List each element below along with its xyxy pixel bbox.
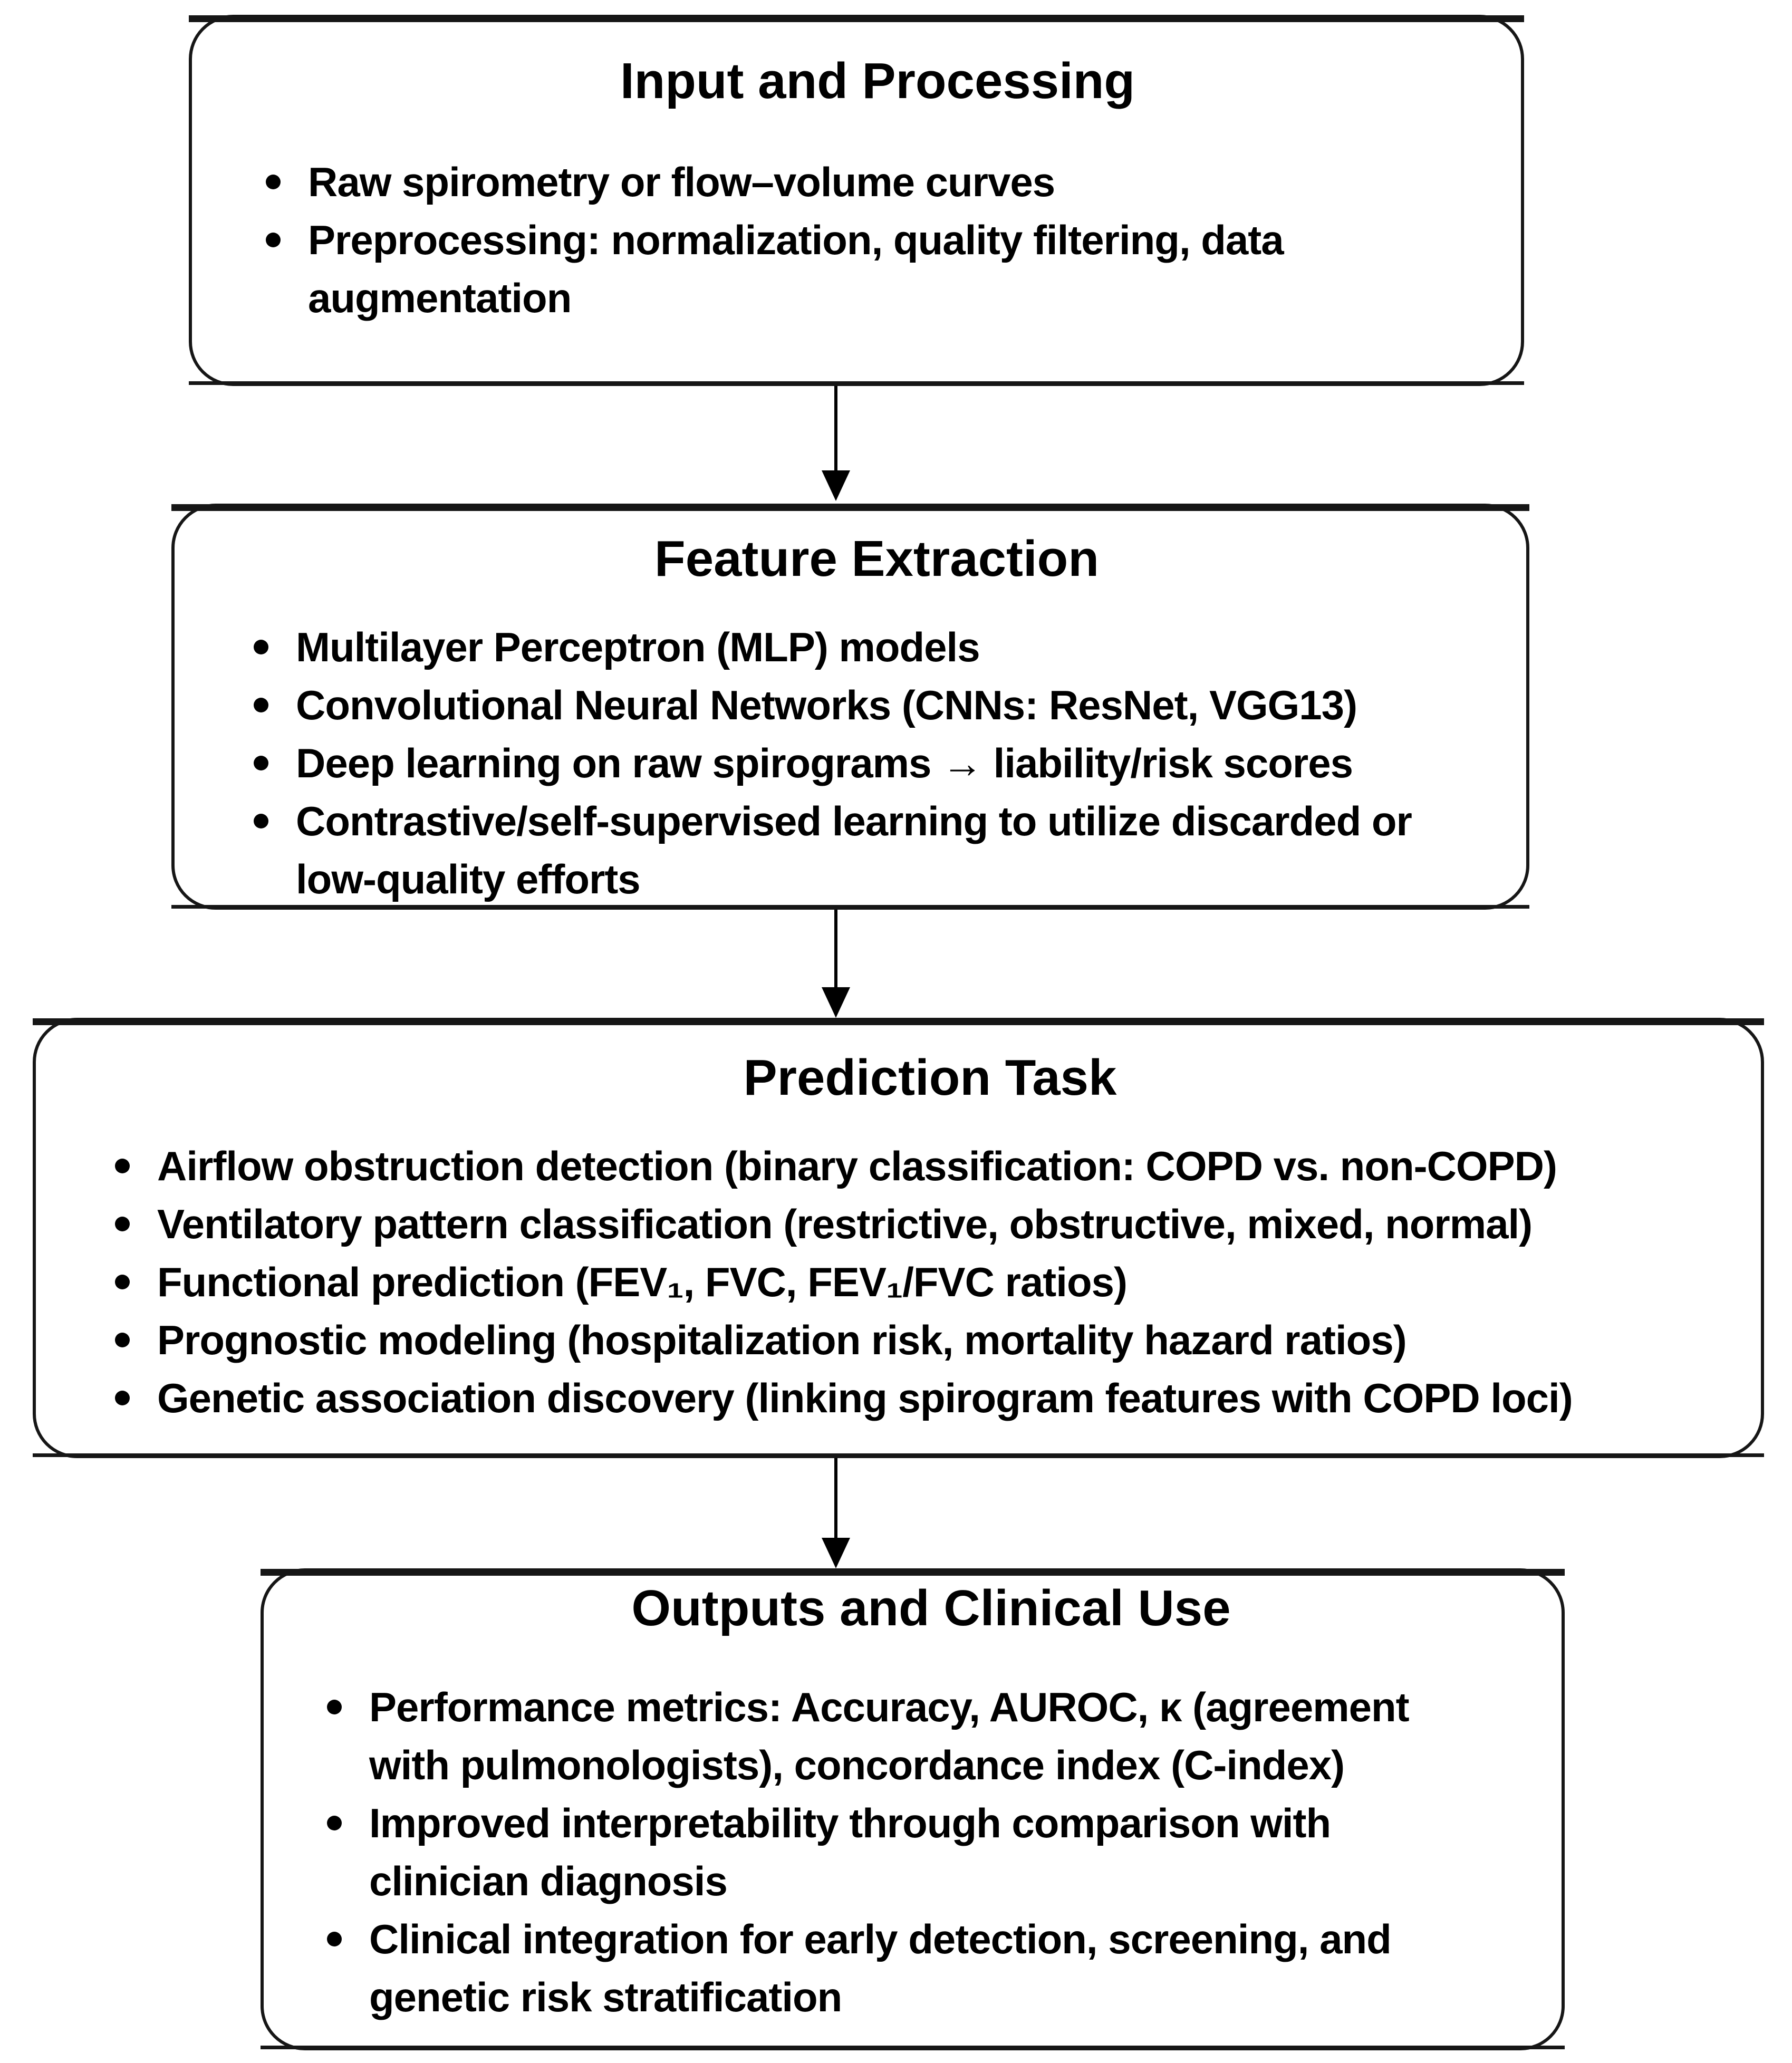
bullet-text: Contrastive/self-supervised learning to … — [296, 798, 1412, 902]
bullet-item: Contrastive/self-supervised learning to … — [254, 792, 1500, 908]
node-prediction-task: Prediction Task Airflow obstruction dete… — [33, 1018, 1764, 1458]
bullet-item: Multilayer Perceptron (MLP) models — [254, 618, 1500, 676]
bullet-text: Raw spirometry or flow–volume curves — [308, 159, 1055, 205]
bullet-item: Performance metrics: Accuracy, AUROC, κ … — [327, 1678, 1535, 1794]
node-title: Outputs and Clinical Use — [631, 1580, 1231, 1636]
node-outputs-and-clinical-use: Outputs and Clinical Use Performance met… — [261, 1568, 1565, 2050]
bullet-item: Ventilatory pattern classification (rest… — [115, 1195, 1745, 1253]
bullet-item: Preprocessing: normalization, quality fi… — [266, 211, 1489, 327]
arrow-shaft — [834, 386, 837, 475]
bullet-text: Prognostic modeling (hospitalization ris… — [157, 1317, 1407, 1363]
node-title: Prediction Task — [743, 1049, 1117, 1106]
connector-arrow-2 — [820, 910, 852, 1018]
bullet-dot-icon — [115, 1275, 130, 1289]
bullet-text: Clinical integration for early detection… — [369, 1916, 1392, 2020]
bullet-text: Deep learning on raw spirograms → liabil… — [296, 740, 1353, 786]
bullet-dot-icon — [115, 1159, 130, 1173]
bullet-dot-icon — [327, 1816, 342, 1830]
bullet-dot-icon — [327, 1932, 342, 1946]
bullet-dot-icon — [115, 1217, 130, 1231]
bullet-item: Airflow obstruction detection (binary cl… — [115, 1137, 1745, 1195]
bullet-list: Airflow obstruction detection (binary cl… — [115, 1137, 1745, 1427]
bullet-text: Preprocessing: normalization, quality fi… — [308, 217, 1284, 321]
bullet-dot-icon — [254, 698, 268, 712]
bullet-list: Multilayer Perceptron (MLP) models Convo… — [254, 618, 1500, 908]
node-title: Feature Extraction — [654, 531, 1099, 587]
node-input-and-processing: Input and Processing Raw spirometry or f… — [189, 15, 1524, 386]
arrow-shaft — [834, 910, 837, 991]
bullet-dot-icon — [254, 640, 268, 654]
bullet-item: Functional prediction (FEV₁, FVC, FEV₁/F… — [115, 1253, 1745, 1311]
bullet-item: Improved interpretability through compar… — [327, 1794, 1535, 1910]
node-title: Input and Processing — [620, 53, 1135, 109]
bullet-list: Raw spirometry or flow–volume curves Pre… — [266, 153, 1489, 327]
arrowhead-down-icon — [822, 1538, 850, 1568]
bullet-dot-icon — [266, 175, 281, 189]
bullet-dot-icon — [254, 814, 268, 828]
connector-arrow-1 — [820, 386, 852, 501]
bullet-dot-icon — [115, 1333, 130, 1347]
bullet-text: Airflow obstruction detection (binary cl… — [157, 1143, 1557, 1189]
bullet-list: Performance metrics: Accuracy, AUROC, κ … — [327, 1678, 1535, 2026]
connector-arrow-3 — [820, 1458, 852, 1568]
bullet-item: Clinical integration for early detection… — [327, 1910, 1535, 2026]
bullet-text: Genetic association discovery (linking s… — [157, 1375, 1573, 1421]
bullet-item: Deep learning on raw spirograms → liabil… — [254, 734, 1500, 792]
bullet-dot-icon — [254, 756, 268, 770]
bullet-dot-icon — [327, 1700, 342, 1714]
bullet-text: Convolutional Neural Networks (CNNs: Res… — [296, 682, 1357, 728]
bullet-item: Prognostic modeling (hospitalization ris… — [115, 1311, 1745, 1369]
bullet-text: Multilayer Perceptron (MLP) models — [296, 624, 980, 670]
bullet-item: Raw spirometry or flow–volume curves — [266, 153, 1489, 211]
arrowhead-down-icon — [822, 470, 850, 501]
bullet-item: Genetic association discovery (linking s… — [115, 1369, 1745, 1427]
bullet-text: Improved interpretability through compar… — [369, 1800, 1331, 1904]
bullet-text: Functional prediction (FEV₁, FVC, FEV₁/F… — [157, 1259, 1128, 1305]
bullet-dot-icon — [115, 1391, 130, 1405]
bullet-text: Performance metrics: Accuracy, AUROC, κ … — [369, 1684, 1410, 1788]
bullet-dot-icon — [266, 233, 281, 247]
node-feature-extraction: Feature Extraction Multilayer Perceptron… — [171, 504, 1529, 910]
bullet-text: Ventilatory pattern classification (rest… — [157, 1201, 1533, 1247]
arrowhead-down-icon — [822, 987, 850, 1018]
bullet-item: Convolutional Neural Networks (CNNs: Res… — [254, 676, 1500, 734]
arrow-shaft — [834, 1458, 837, 1542]
